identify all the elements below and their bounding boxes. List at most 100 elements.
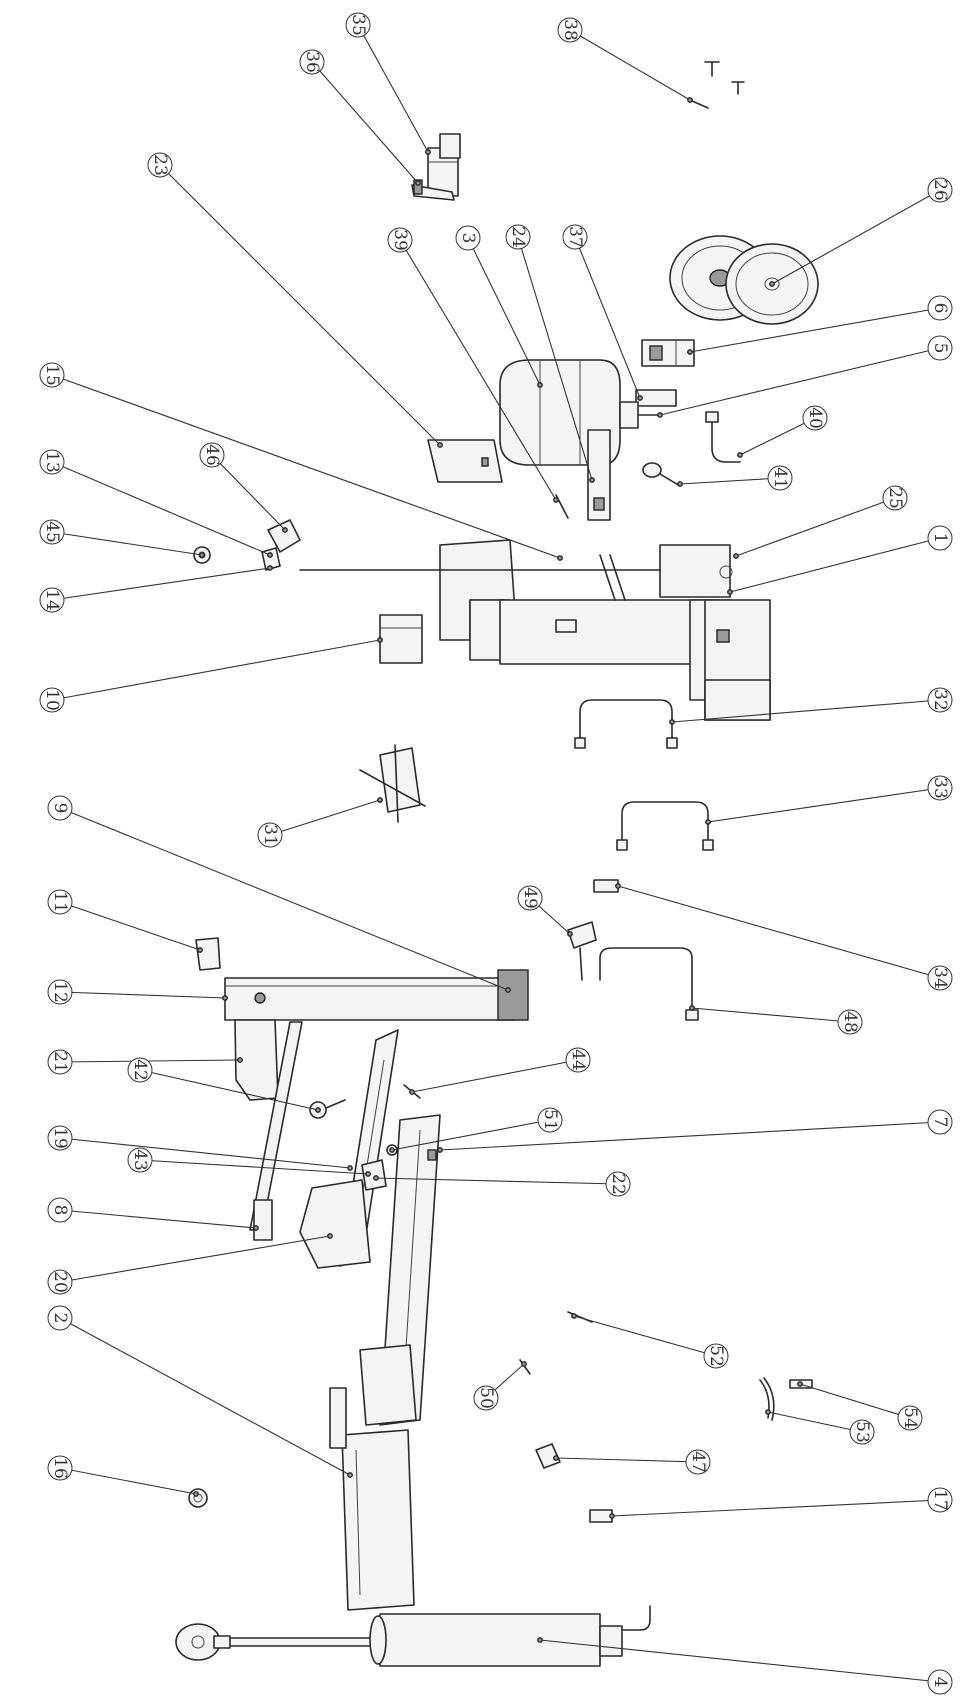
part-11-plate [195, 937, 221, 971]
callout-4: 4 [537, 1637, 953, 1695]
leader-arrow-5 [657, 412, 663, 418]
leader-line-17 [611, 1499, 941, 1517]
callout-14: 14 [39, 565, 273, 613]
callout-35: 35 [345, 12, 431, 155]
leader-arrow-24 [589, 477, 595, 483]
callout-bubble-53 [849, 1419, 875, 1445]
callout-label-32: 32 [930, 689, 950, 711]
leader-line-6 [689, 307, 941, 353]
callout-label-49: 49 [520, 887, 540, 909]
callout-bubble-43 [127, 1147, 153, 1173]
part-16-nut [188, 1488, 208, 1508]
callout-label-21: 21 [50, 1051, 70, 1073]
callout-bubble-26 [927, 177, 953, 203]
callout-bubble-23 [147, 152, 173, 178]
leader-arrow-25 [733, 553, 739, 559]
callout-bubble-31 [257, 822, 283, 848]
leader-line-37 [574, 236, 641, 399]
callout-bubble-16 [47, 1455, 73, 1481]
callout-label-31: 31 [260, 824, 280, 846]
callout-33: 33 [705, 775, 953, 825]
callout-label-52: 52 [706, 1345, 726, 1367]
leader-line-39 [399, 239, 557, 501]
leader-line-10 [51, 639, 381, 701]
callout-label-20: 20 [50, 1271, 70, 1293]
leader-line-31 [269, 799, 381, 836]
callout-42: 42 [127, 1057, 321, 1113]
callout-bubble-46 [199, 442, 225, 468]
callout-34: 34 [615, 883, 953, 991]
leader-line-22 [375, 1177, 619, 1185]
part-8-rod [249, 1021, 303, 1241]
callout-label-37: 37 [565, 226, 585, 248]
leader-line-8 [59, 1209, 257, 1229]
callout-19: 19 [47, 1125, 353, 1171]
leader-line-23 [159, 164, 441, 446]
callout-label-39: 39 [390, 229, 410, 251]
callout-bubble-3 [455, 225, 481, 251]
callout-17: 17 [609, 1487, 953, 1519]
callout-43: 43 [127, 1147, 371, 1177]
leader-arrow-1 [727, 589, 733, 595]
callout-54: 54 [797, 1381, 923, 1431]
part-48-handle [599, 947, 699, 1021]
leader-line-43 [139, 1159, 369, 1175]
leader-arrow-16 [193, 1491, 199, 1497]
part-33-handle [616, 801, 714, 851]
leader-arrow-36 [415, 180, 421, 186]
callout-24: 24 [505, 224, 595, 483]
leader-arrow-12 [222, 995, 228, 1001]
leader-line-40 [739, 417, 816, 456]
callout-label-8: 8 [50, 1205, 70, 1216]
callout-bubble-40 [802, 405, 828, 431]
leader-arrow-49 [567, 931, 573, 937]
part-37-bracket [635, 389, 677, 407]
callout-8: 8 [47, 1197, 259, 1231]
callout-bubble-11 [47, 889, 73, 915]
callout-48: 48 [689, 1005, 863, 1035]
callout-21: 21 [47, 1049, 243, 1075]
part-31-bracket [359, 744, 426, 823]
part-47-nut [535, 1443, 561, 1469]
leader-line-25 [735, 497, 896, 557]
callout-bubble-42 [127, 1057, 153, 1083]
leader-line-51 [391, 1119, 551, 1151]
leader-line-20 [59, 1235, 331, 1283]
part-24-bar [587, 429, 611, 521]
callout-16: 16 [47, 1455, 199, 1497]
leader-line-13 [51, 461, 271, 556]
part-4-cylinder [175, 1605, 651, 1667]
callout-bubble-32 [927, 687, 953, 713]
callout-label-13: 13 [42, 451, 62, 473]
leader-line-53 [767, 1411, 863, 1433]
callout-label-53: 53 [852, 1421, 872, 1443]
callout-label-38: 38 [560, 19, 580, 41]
leader-line-15 [51, 374, 561, 559]
leader-arrow-34 [615, 883, 621, 889]
leader-arrow-23 [437, 442, 443, 448]
callout-label-44: 44 [568, 1049, 588, 1071]
leader-line-44 [411, 1059, 579, 1093]
part-26-wheels [669, 235, 819, 325]
callout-label-45: 45 [42, 521, 62, 543]
leader-line-26 [771, 189, 941, 285]
leader-line-45 [51, 531, 203, 556]
leader-arrow-50 [521, 1361, 527, 1367]
leader-arrow-44 [409, 1089, 415, 1095]
callout-label-22: 22 [608, 1173, 628, 1195]
callout-bubble-52 [703, 1343, 729, 1369]
part-17-fitting [589, 1509, 613, 1523]
callout-49: 49 [517, 885, 573, 937]
callout-20: 20 [47, 1233, 333, 1295]
leader-line-34 [617, 885, 941, 979]
callout-bubble-21 [47, 1049, 73, 1075]
callout-label-16: 16 [50, 1457, 70, 1479]
part-1-frame [299, 539, 771, 721]
leader-arrow-14 [267, 565, 273, 571]
leader-arrow-4 [537, 1637, 543, 1643]
callout-bubble-5 [927, 335, 953, 361]
callout-label-5: 5 [930, 343, 950, 354]
leader-line-54 [799, 1383, 911, 1419]
callout-9: 9 [47, 795, 511, 993]
